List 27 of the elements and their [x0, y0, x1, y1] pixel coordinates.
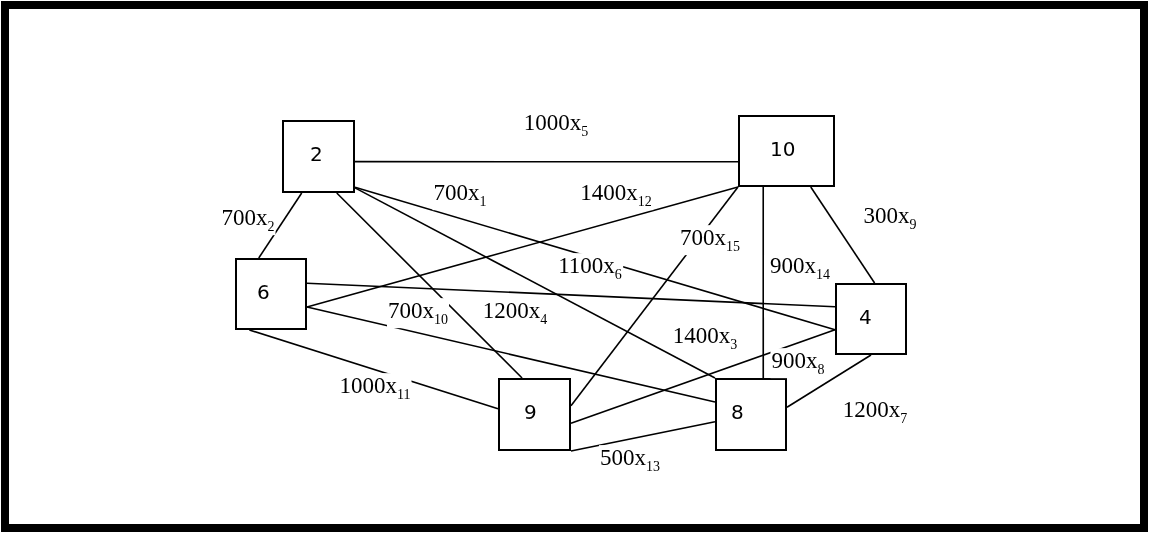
- connector-line: [570, 329, 836, 425]
- node-box: [282, 120, 355, 193]
- node-label: 8: [731, 402, 744, 422]
- node-label: 10: [770, 139, 796, 159]
- node-label: 2: [310, 144, 323, 164]
- node-box: [715, 378, 787, 451]
- node-label: 6: [257, 282, 270, 302]
- connector-line: [257, 192, 303, 259]
- connector-line: [248, 329, 499, 410]
- node-box: [738, 115, 835, 187]
- node-box: [235, 258, 307, 330]
- connector-line: [354, 160, 739, 163]
- connector-line: [306, 186, 739, 308]
- connector-line: [354, 186, 836, 331]
- node-label: 4: [859, 307, 872, 327]
- connector-line: [335, 192, 523, 379]
- connector-line: [306, 282, 836, 308]
- connector-line: [570, 421, 716, 452]
- connector-line: [354, 187, 716, 379]
- node-box: [835, 283, 907, 355]
- edge-label: 700x$_{15}$: [679, 225, 741, 255]
- edge-label: 700x$_{10}$: [387, 298, 449, 328]
- node-label: 9: [524, 402, 537, 422]
- connector-line: [809, 186, 876, 284]
- connector-line: [306, 306, 716, 403]
- connector-line: [786, 354, 872, 408]
- node-box: [498, 378, 571, 451]
